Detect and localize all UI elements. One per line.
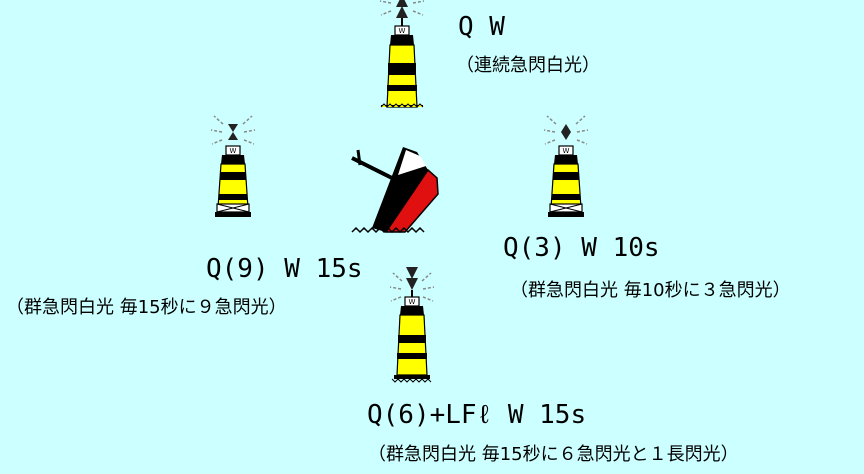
south-cardinal-buoy: W [389, 267, 435, 383]
north-light-description: （連続急閃白光） [456, 55, 600, 76]
west-cardinal-buoy: W [210, 115, 256, 217]
sunken-wreck-icon [351, 147, 439, 234]
svg-text:W: W [230, 147, 237, 155]
east-light-code: Q(3) W 10s [503, 233, 660, 263]
south-light-description: （群急閃白光 毎15秒に６急閃光と１長閃光） [368, 444, 739, 465]
svg-text:W: W [409, 298, 416, 306]
north-cardinal-buoy: W [379, 0, 425, 108]
west-light-description: （群急閃白光 毎15秒に９急閃光） [6, 297, 287, 318]
svg-text:W: W [399, 27, 406, 35]
east-cardinal-buoy: W [543, 115, 589, 217]
svg-text:W: W [563, 147, 570, 155]
east-light-description: （群急閃白光 毎10秒に３急閃光） [510, 280, 791, 301]
west-light-code: Q(9) W 15s [206, 254, 363, 284]
south-light-code: Q(6)+LFℓ W 15s [367, 400, 587, 430]
north-light-code: Q W [458, 12, 505, 42]
